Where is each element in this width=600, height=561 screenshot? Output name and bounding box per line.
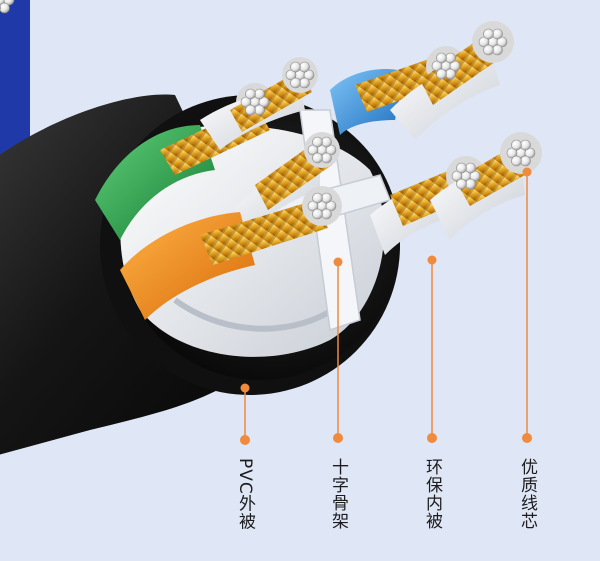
label-inner-sheath: 环保内被 [422,458,442,530]
conductor-strands [0,0,536,220]
callout-cross-separator [333,257,343,443]
callout-pvc-jacket [240,383,250,445]
callout-inner-sheath [427,255,437,443]
label-pvc-jacket: PVC外被 [235,458,255,531]
label-cross-separator: 十字骨架 [328,458,348,530]
wire-orange [120,186,342,320]
wire-white-far-right [430,132,542,240]
label-conductor: 优质线芯 [517,458,537,530]
callout-conductor [522,167,532,443]
